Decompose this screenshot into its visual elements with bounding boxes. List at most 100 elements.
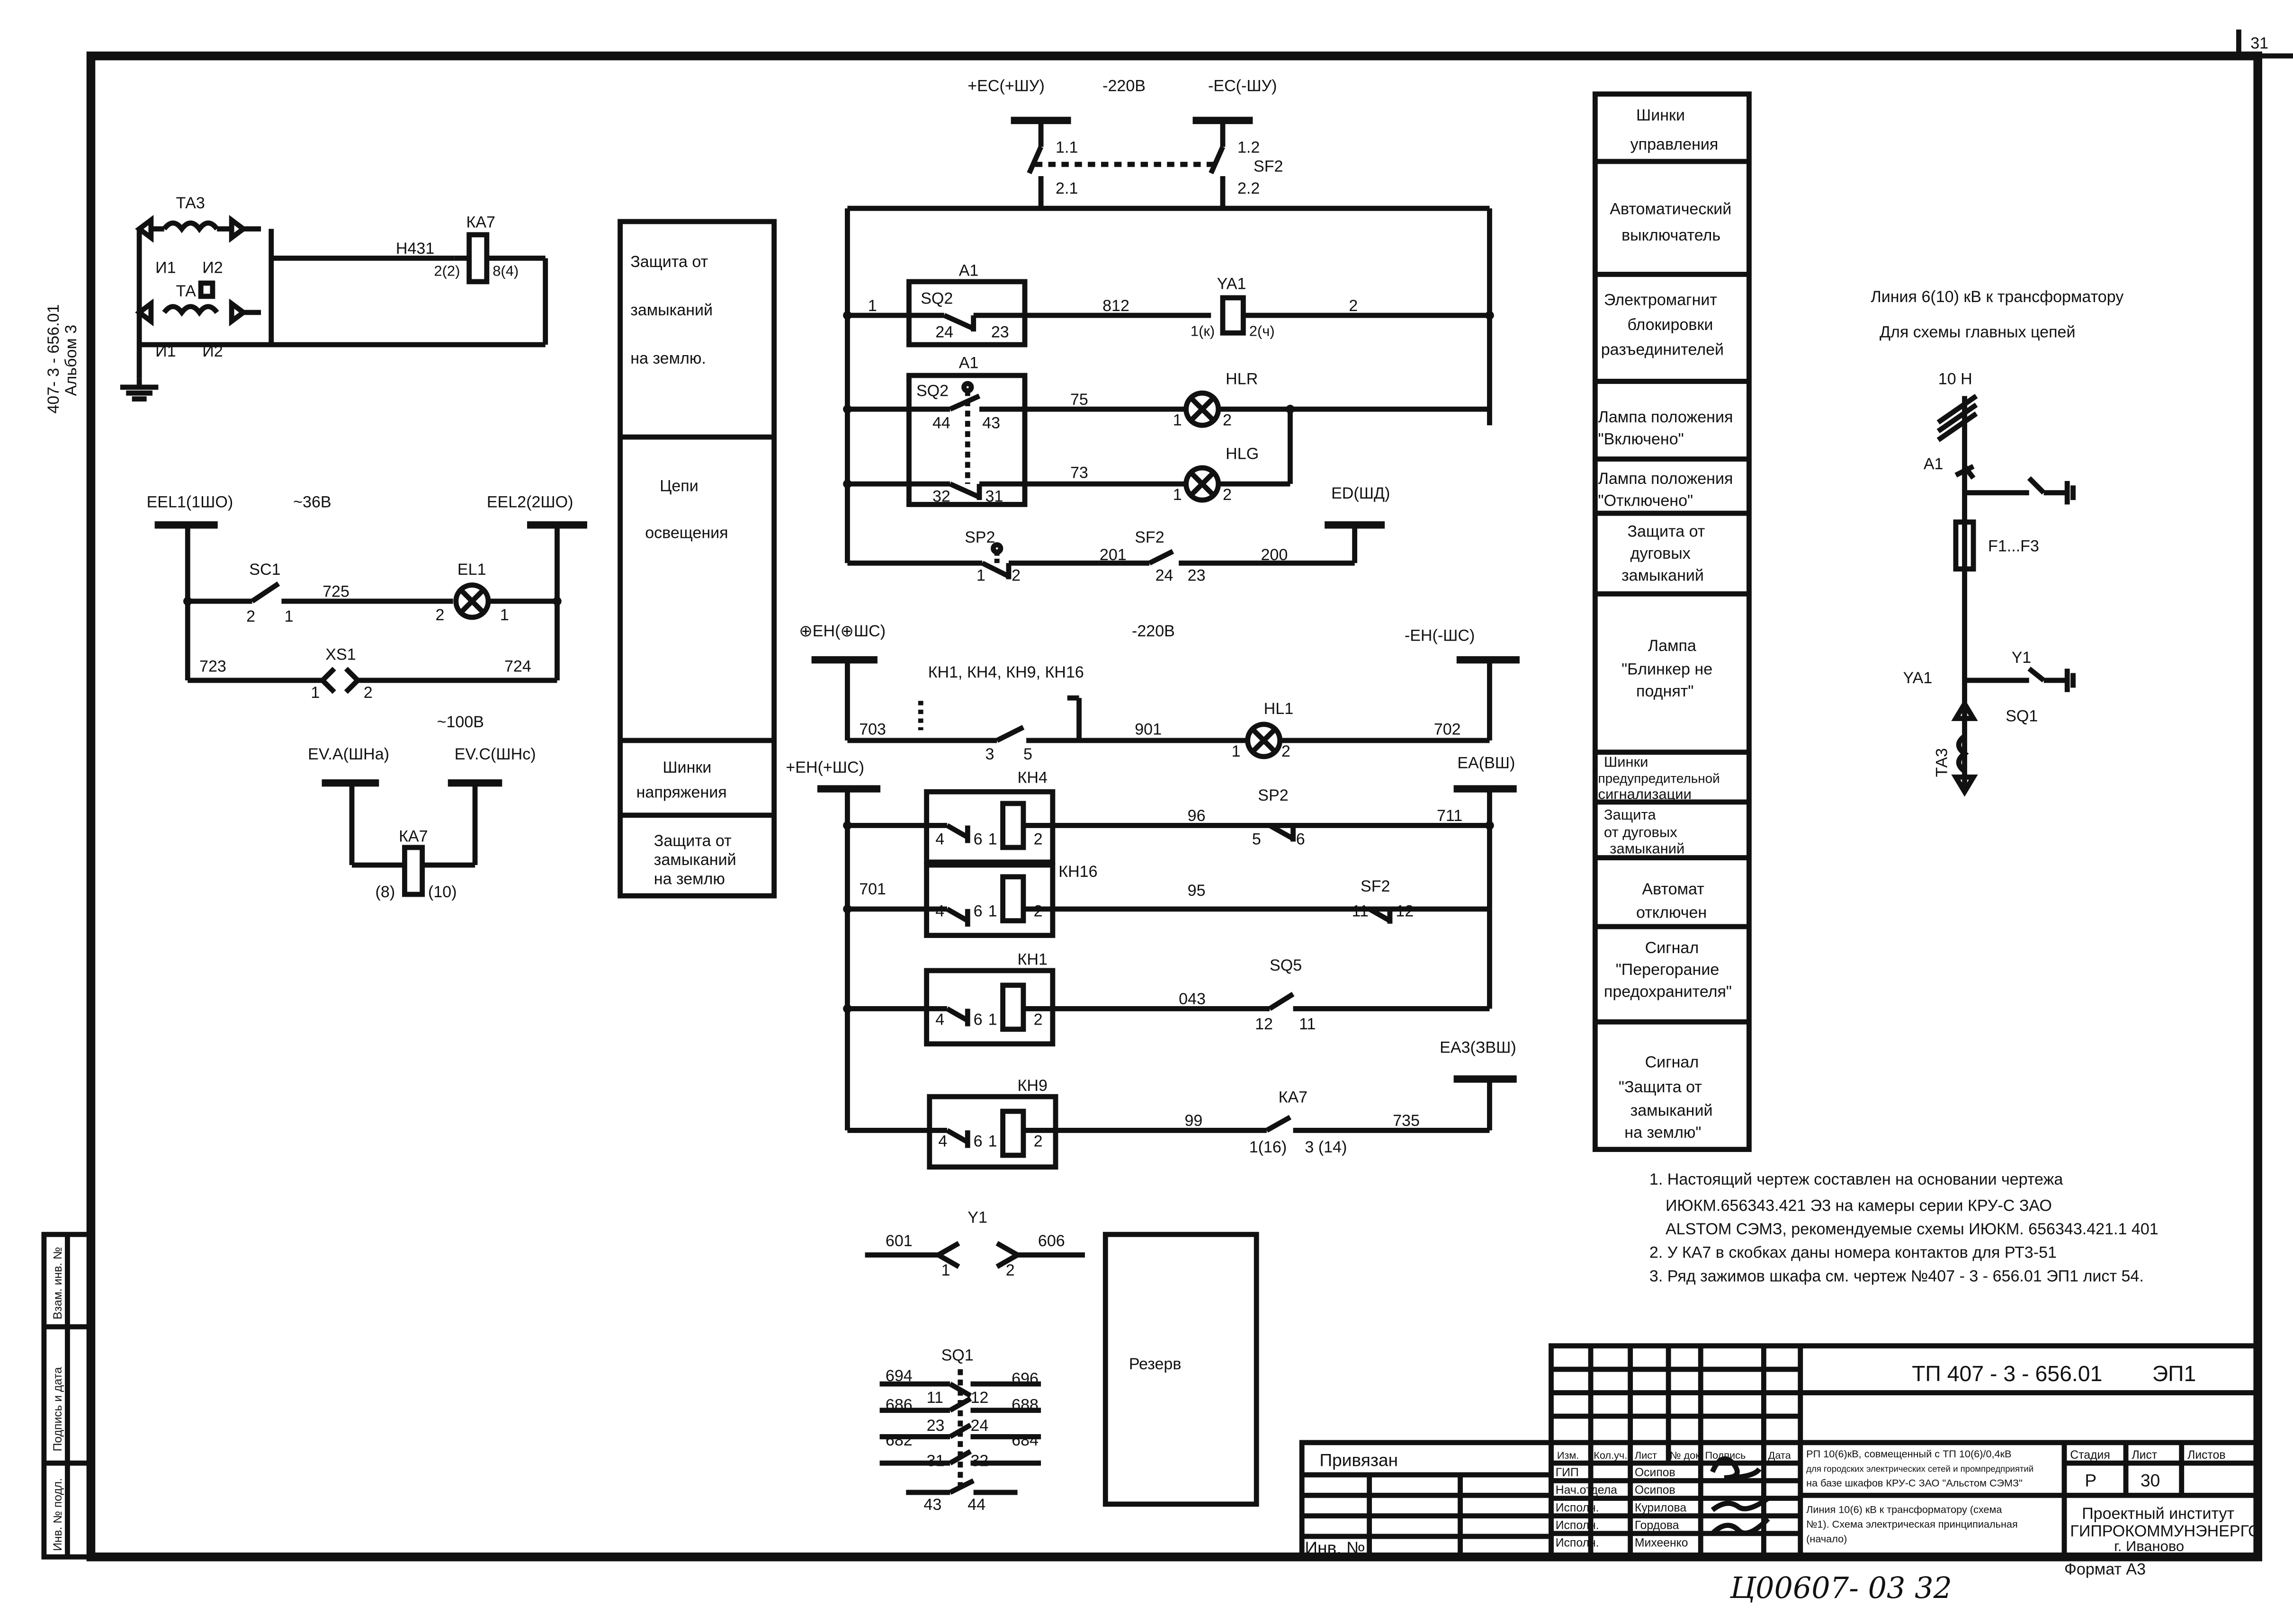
rl-5-2: замыканий [1621,566,1704,584]
sq2-43: 43 [982,414,1000,432]
rl-2-1: блокировки [1627,316,1713,334]
tb-name-1: Осипов [1635,1484,1675,1497]
sq2b-label: SQ2 [916,382,949,400]
rl-8-2: замыканий [1610,840,1684,857]
el1-1: 1 [500,606,509,624]
rl-10-0: Сигнал [1645,939,1699,957]
ya1-1k: 1(к) [1191,322,1215,339]
wire-043: 043 [1179,990,1206,1008]
wire-682: 682 [886,1431,913,1449]
bus-ev-a: ЕV.А(ШНа) [308,745,389,763]
wire-686: 686 [886,1396,913,1414]
tb-project-1: для городских электрических сетей и пром… [1806,1464,2033,1474]
ct-circuit: ТА3 И1 И2 ТА И1 И2 Н431 КА7 2(2) 8(4) [120,194,548,402]
voltage-circuit: ~100В ЕV.А(ШНа) ЕV.С(ШНс) КА7 (8) (10) [308,713,536,901]
album-code: 407- 3 - 656.01 [45,304,63,414]
signal-circuit: ⊕ЕН(⊕ШС) -220В -ЕН(-ШС) 703 КН1, КН4, КН… [786,622,1520,1170]
hlg-2: 2 [1223,486,1232,504]
rl-4-0: Лампа положения [1598,470,1733,488]
tb-stage-h: Стадия [2070,1449,2110,1462]
mid-label-5: Шинки [663,758,711,776]
tb-h5: Дата [1768,1449,1791,1461]
wire-684: 684 [1012,1431,1039,1449]
xs1-label: XS1 [325,646,356,664]
kh1-2: 2 [1034,1011,1043,1029]
sq5-12: 12 [1255,1015,1273,1033]
lighting-circuit: ЕЕL1(1ШО) ~36В ЕЕL2(2ШО) SC1 2 1 725 EL1… [147,493,587,702]
control-circuit: +ЕС(+ШУ) -220В -ЕС(-ШУ) 1.1 1.2 2.1 2.2 … [843,77,1494,584]
rl-11-1: "Защита от [1619,1078,1702,1096]
sf2-12: 1.2 [1237,138,1260,156]
sq1-11: 11 [927,1389,943,1407]
mid-label-9: на землю [654,870,725,888]
tb-role-4: Исполн. [1556,1537,1599,1550]
sld-bus: 10 Н [1938,370,1972,388]
wire-h431: Н431 [396,240,434,258]
wire-1: 1 [868,297,877,315]
sq1-23: 23 [927,1417,945,1435]
kh4-label: КН4 [1018,769,1048,787]
wire-735: 735 [1393,1112,1420,1130]
y1-block: Y1 601 606 1 2 [865,1208,1085,1279]
album-name: Альбом 3 [62,325,80,396]
sf2b-24: 24 [1155,566,1173,584]
kh9-label: КН9 [1018,1077,1048,1095]
sq1b-label: SQ1 [941,1346,974,1364]
bus-eh-minus: -ЕН(-ШС) [1405,626,1475,644]
reserve-label: Резерв [1129,1355,1182,1373]
sf2-label: SF2 [1254,158,1283,176]
mid-label-8: замыканий [654,851,736,869]
rl-11-3: на землю" [1624,1124,1701,1142]
sq1-31: 31 [927,1452,945,1470]
kh4-6: 6 [974,830,983,848]
bus-ec-minus: -ЕС(-ШУ) [1208,77,1277,95]
ka7b-label: КА7 [399,828,428,846]
kh1-6: 6 [974,1011,983,1029]
wire-2: 2 [1349,297,1358,315]
note-2: 2. У КА7 в скобках даны номера контактов… [1649,1244,2057,1262]
rl-3-0: Лампа положения [1598,408,1733,426]
tb-h2: Лист [1635,1449,1657,1461]
ka7-coil [466,232,490,285]
kh1-4: 4 [935,1011,944,1029]
tb-h3: № док. [1670,1449,1702,1461]
xs1-2: 2 [364,684,373,702]
bus-ea3: ЕА3(ЗВШ) [1440,1038,1516,1056]
el1-label: EL1 [457,561,486,579]
kh16-6: 6 [974,902,983,920]
rl-3-1: "Включено" [1598,430,1684,448]
sc1-1: 1 [285,607,294,625]
rl-8-0: Защита [1604,806,1656,823]
mid-label-2: на землю. [630,349,706,367]
drawing-frame: 31 407- 3 - 656.01 Альбом 3 [45,29,2293,1562]
wire-711: 711 [1437,807,1462,825]
kh9-1: 1 [988,1132,997,1150]
kh16-label: КН16 [1058,863,1097,881]
tb-list: 30 [2141,1471,2160,1490]
rl-10-2: предохранителя" [1604,983,1732,1001]
rl-6-1: "Блинкер не [1621,660,1712,678]
note-1b: ИЮКМ.656343.421 Э3 на камеры серии КРУ-С… [1666,1197,2052,1215]
ka7b-10: (10) [428,883,457,901]
kh16-2: 2 [1034,902,1043,920]
hlr-2: 2 [1223,411,1232,429]
sq2-23: 23 [991,323,1009,341]
ka7-c84: 8(4) [493,262,519,279]
kh4-4: 4 [935,830,944,848]
sld-a1: А1 [1924,455,1944,473]
rl-6-0: Лампа [1648,637,1696,655]
kh-list-label: КН1, КН4, КН9, КН16 [928,663,1084,681]
hl1-1: 1 [1232,742,1241,760]
rl-7-1: предупредительной [1598,771,1720,786]
sp2-1: 1 [976,566,985,584]
y1-2: 2 [1006,1261,1015,1279]
sp2-2: 2 [1012,566,1021,584]
wire-696: 696 [1012,1370,1039,1388]
wire-901: 901 [1135,721,1162,739]
tb-stage: Р [2085,1471,2096,1490]
handwritten-number: Ц00607- 03 32 [1729,1571,1952,1605]
eh-voltage: -220В [1132,622,1175,640]
ta3-label: ТА3 [176,194,205,212]
